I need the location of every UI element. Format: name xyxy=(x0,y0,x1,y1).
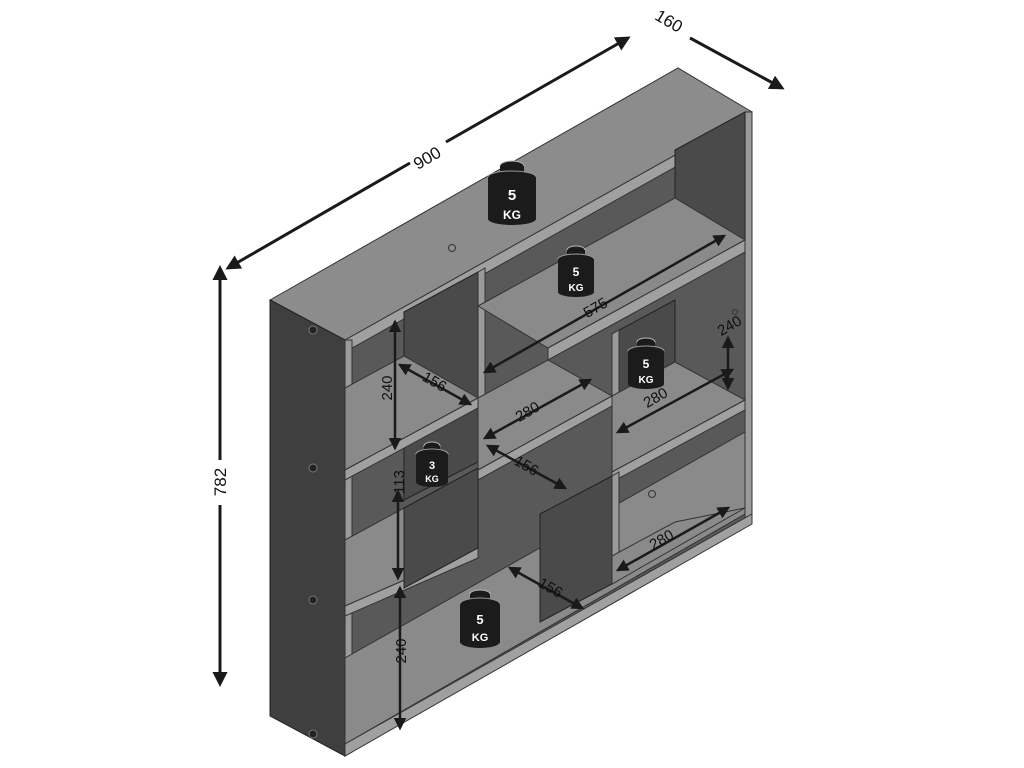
weight-value: 5 xyxy=(643,357,650,371)
weight-value: 3 xyxy=(429,460,435,472)
bottom-board-edge xyxy=(344,513,753,757)
weight-value: 5 xyxy=(573,265,580,279)
dim-line xyxy=(615,368,735,434)
depth-label: 160 xyxy=(652,6,686,37)
dim-line xyxy=(507,566,585,610)
width-arrow xyxy=(445,36,631,144)
weight-upper-shelf: 5 KG xyxy=(557,245,595,297)
hole-icon xyxy=(448,244,456,252)
screw-icon xyxy=(308,729,318,739)
right-panel-edge xyxy=(744,111,753,525)
weight-unit: KG xyxy=(569,283,584,294)
weight-right-mid: 5 KG xyxy=(627,337,665,389)
left-side-panel xyxy=(269,299,346,757)
dim-line xyxy=(397,363,473,406)
mid-left-height-label: 240 xyxy=(379,375,396,400)
weight-value: 5 xyxy=(508,187,516,204)
dim-line xyxy=(615,506,731,572)
width-label: 900 xyxy=(410,143,444,174)
screw-icon xyxy=(308,595,318,605)
hole-icon xyxy=(732,309,738,315)
dimension-arrows xyxy=(212,36,785,731)
bottom-height-label: 240 xyxy=(393,638,410,663)
hole-icon xyxy=(648,490,656,498)
dim-line xyxy=(485,444,568,490)
weight-unit: KG xyxy=(472,632,489,644)
dim-line xyxy=(482,378,593,440)
screw-icon xyxy=(308,325,318,335)
weight-left-mid: 3 KG xyxy=(415,441,449,487)
small-gap-height-label: 113 xyxy=(391,470,408,494)
dim-line xyxy=(482,234,727,374)
weight-value: 5 xyxy=(476,612,483,627)
height-label: 782 xyxy=(211,468,230,496)
width-arrow xyxy=(225,161,411,270)
screw-icon xyxy=(308,463,318,473)
weight-top: 5 KG xyxy=(487,160,537,225)
weight-bottom: 5 KG xyxy=(459,589,501,648)
depth-arrow xyxy=(689,36,785,90)
weight-unit: KG xyxy=(639,375,654,386)
weight-unit: KG xyxy=(425,474,439,484)
weight-unit: KG xyxy=(503,208,521,222)
